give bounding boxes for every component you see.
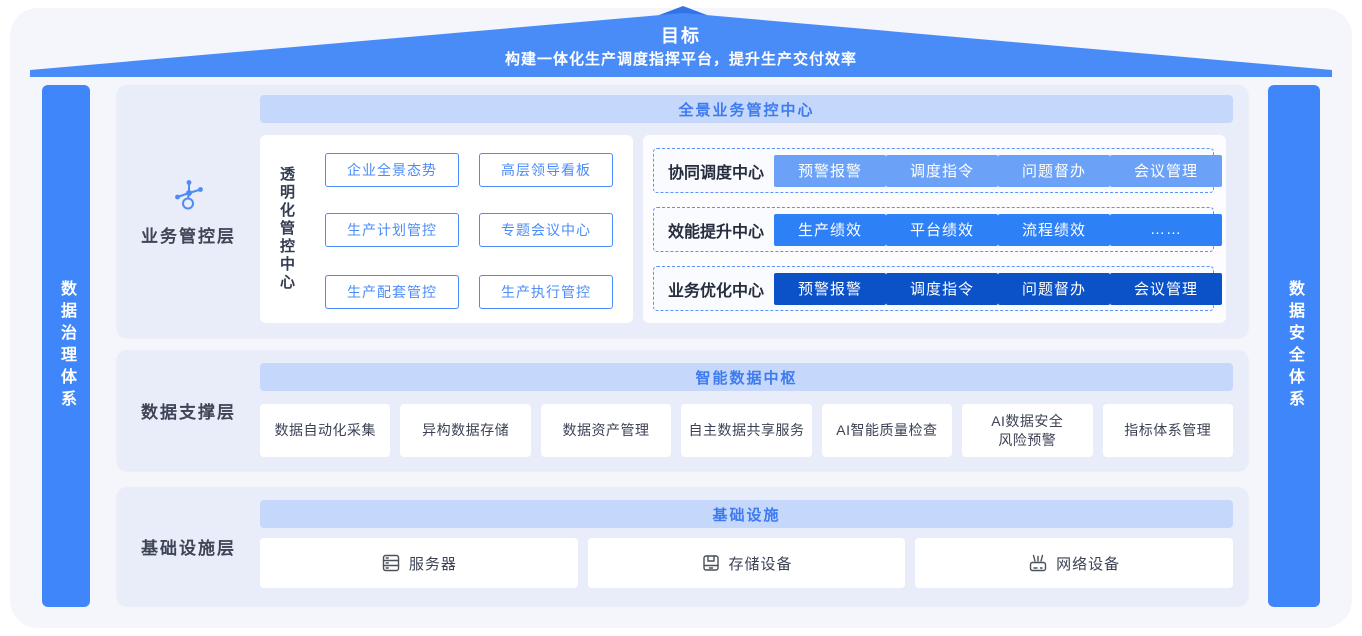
server-card[interactable]: 服务器 <box>260 538 578 588</box>
production-plan-control-button[interactable]: 生产计划管控 <box>325 213 459 247</box>
data-support-layer-panel: 数据支撑层 智能数据中枢 数据自动化采集 异构数据存储 数据资产管理 自主数据共… <box>117 350 1248 470</box>
infrastructure-layer-label-col: 基础设施层 <box>117 487 260 605</box>
data-support-layer-label-col: 数据支撑层 <box>117 350 260 470</box>
network-device-card[interactable]: 网络设备 <box>915 538 1234 588</box>
infrastructure-layer-label: 基础设施层 <box>141 538 236 558</box>
business-optimization-label: 业务优化中心 <box>668 282 765 300</box>
dispatch-order-button[interactable]: 调度指令 <box>886 154 999 187</box>
intelligent-data-hub-header: 智能数据中枢 <box>260 363 1233 391</box>
dispatch-order-button-2[interactable]: 调度指令 <box>886 272 999 305</box>
data-governance-bar: 数据治理体系 <box>42 85 90 607</box>
platform-performance-button[interactable]: 平台绩效 <box>886 213 999 246</box>
data-card[interactable]: 指标体系管理 <box>1102 404 1233 457</box>
business-optimization-row: 业务优化中心 预警报警 调度指令 问题督办 会议管理 <box>653 266 1223 311</box>
production-support-control-button[interactable]: 生产配套管控 <box>325 275 459 309</box>
data-card[interactable]: 自主数据共享服务 <box>681 404 812 457</box>
infrastructure-layer-panel: 基础设施层 基础设施 服务器 <box>117 487 1248 605</box>
transparent-control-center-box: 透明化管控中心 企业全景态势 高层领导看板 生产计划管控 专题会议中心 生产配套… <box>260 135 633 323</box>
goal-subtitle: 构建一体化生产调度指挥平台，提升生产交付效率 <box>504 51 857 68</box>
production-performance-button[interactable]: 生产绩效 <box>774 213 887 246</box>
collaborative-dispatch-label: 协同调度中心 <box>668 164 765 182</box>
production-execution-control-button[interactable]: 生产执行管控 <box>479 275 613 309</box>
business-control-layer-label: 业务管控层 <box>141 226 236 246</box>
storage-card[interactable]: 存储设备 <box>587 538 906 588</box>
goal-banner-shape <box>30 6 1332 77</box>
infrastructure-header: 基础设施 <box>260 500 1233 528</box>
more-ellipsis-button[interactable]: …… <box>1110 213 1223 246</box>
business-control-layer-panel: 业务管控层 全景业务管控中心 透明化管控中心 企业全景态势 高层领导看板 生产计… <box>117 85 1248 337</box>
efficiency-improvement-row: 效能提升中心 生产绩效 平台绩效 流程绩效 …… <box>653 207 1223 252</box>
storage-icon <box>702 555 719 571</box>
infrastructure-cards: 服务器 存储设备 <box>260 538 1234 588</box>
data-card[interactable]: 数据自动化采集 <box>260 404 391 457</box>
meeting-management-button-2[interactable]: 会议管理 <box>1110 272 1223 305</box>
network-device-icon <box>1029 554 1047 572</box>
data-card[interactable]: 数据资产管理 <box>540 404 672 457</box>
data-security-label: 数据安全体系 <box>1286 280 1303 412</box>
data-support-cards: 数据自动化采集 异构数据存储 数据资产管理 自主数据共享服务 AI智能质量检查 … <box>260 404 1233 457</box>
special-meeting-center-button[interactable]: 专题会议中心 <box>479 213 613 247</box>
issue-supervision-button[interactable]: 问题督办 <box>998 154 1111 187</box>
collaborative-dispatch-row: 协同调度中心 预警报警 调度指令 问题督办 会议管理 <box>653 148 1223 193</box>
process-performance-button[interactable]: 流程绩效 <box>998 213 1111 246</box>
data-card[interactable]: AI数据安全 风险预警 <box>962 404 1093 457</box>
transparent-control-center-label: 透明化管控中心 <box>278 166 295 292</box>
efficiency-improvement-label: 效能提升中心 <box>668 223 765 241</box>
alert-warning-button[interactable]: 预警报警 <box>774 154 887 187</box>
enterprise-panorama-button[interactable]: 企业全景态势 <box>325 153 459 187</box>
storage-card-label: 存储设备 <box>728 555 793 573</box>
data-support-layer-label: 数据支撑层 <box>141 402 236 422</box>
center-rows-box: 协同调度中心 预警报警 调度指令 问题督办 会议管理 效能提升中心 生产绩效 平… <box>643 135 1226 323</box>
data-security-bar: 数据安全体系 <box>1268 85 1320 607</box>
data-governance-label: 数据治理体系 <box>58 280 75 412</box>
network-device-card-label: 网络设备 <box>1056 555 1121 573</box>
meeting-management-button[interactable]: 会议管理 <box>1110 154 1223 187</box>
panoramic-business-control-header: 全景业务管控中心 <box>260 95 1233 123</box>
executive-dashboard-button[interactable]: 高层领导看板 <box>479 153 613 187</box>
business-control-layer-label-col: 业务管控层 <box>117 85 260 337</box>
alert-warning-button-2[interactable]: 预警报警 <box>774 272 887 305</box>
data-card[interactable]: 异构数据存储 <box>400 404 531 457</box>
server-card-label: 服务器 <box>408 555 457 573</box>
data-card[interactable]: AI智能质量检查 <box>821 404 953 457</box>
goal-title: 目标 <box>661 26 701 46</box>
server-icon <box>382 554 400 572</box>
issue-supervision-button-2[interactable]: 问题督办 <box>998 272 1111 305</box>
network-nodes-icon <box>174 179 203 209</box>
transparent-control-center-label-wrap: 透明化管控中心 <box>276 135 297 323</box>
